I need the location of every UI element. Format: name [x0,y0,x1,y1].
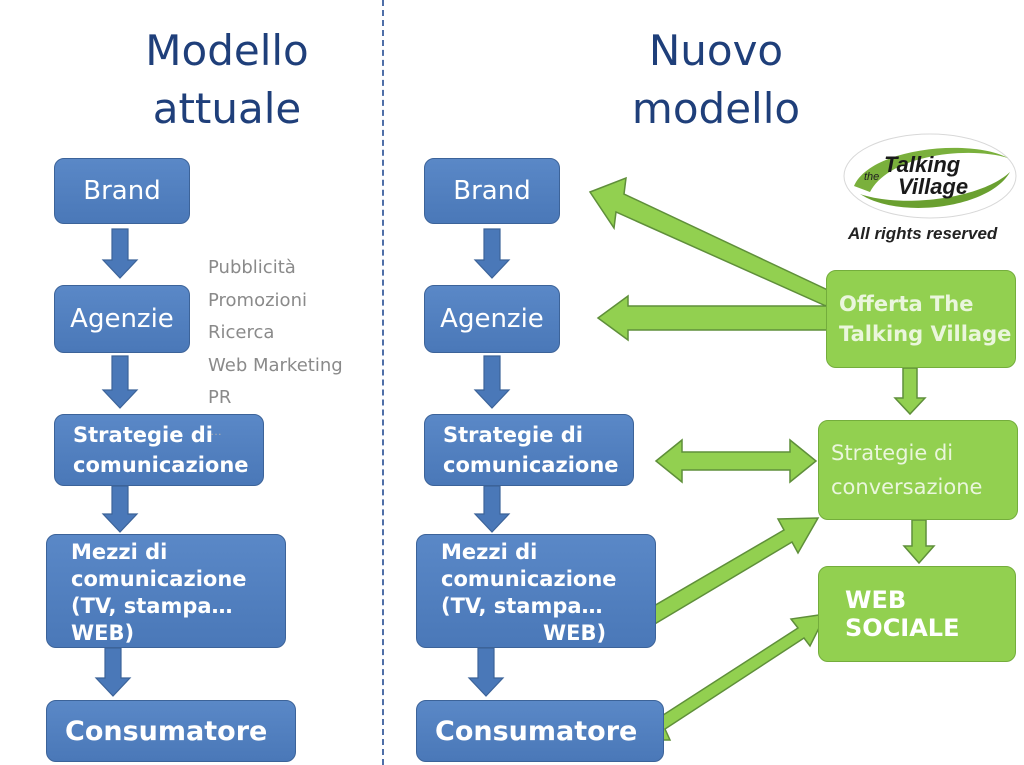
arrow-strategie-conversazione [654,438,818,484]
logo-text-village: Village [898,174,968,199]
arrow-offerta-to-brand [588,176,833,307]
conversazione-line2: conversazione [831,475,983,499]
conversazione-line1: Strategie di [831,441,954,465]
title-new-line1: Nuovo [648,26,784,75]
logo-swoosh-top [854,147,1008,192]
arrow-conversazione-to-web [902,519,936,565]
all-rights-reserved: All rights reserved [848,224,998,243]
left-strategie-line1: Strategie di [73,423,213,447]
left-mezzi-line3: (TV, stampa… [71,594,233,618]
left-strategie-line2: comunicazione [73,453,249,477]
activity-item: Ricerca [208,322,275,343]
left-mezzi-line4: WEB) [71,621,135,645]
title-current-line2: attuale [152,84,302,133]
arrow-mezzi-to-consumatore-left [94,647,132,697]
left-mezzi-box: Mezzi di comunicazione (TV, stampa… WEB) [46,534,286,648]
right-brand-box: Brand [424,158,560,224]
web-sociale-box: WEB SOCIALE [818,566,1016,662]
activity-item: Web Marketing [208,354,343,376]
offerta-line1: Offerta The [839,292,974,316]
arrow-consumatore-web [641,613,828,741]
left-agenzie-label: Agenzie [70,304,174,334]
arrow-offerta-to-agenzie [596,294,829,342]
web-sociale-line2: SOCIALE [845,614,960,642]
right-strategie-line2: comunicazione [443,453,619,477]
right-agenzie-label: Agenzie [440,304,544,334]
right-agenzie-box: Agenzie [424,285,560,353]
right-strategie-box: Strategie di comunicazione [424,414,634,486]
right-mezzi-line1: Mezzi di [441,540,538,564]
right-strategie-line1: Strategie di [443,423,583,447]
logo-text-talking: Talking [884,152,961,177]
left-brand-label: Brand [83,176,161,206]
title-current-line1: Modello [145,26,309,75]
right-consumatore-box: Consumatore [416,700,664,762]
offerta-box: Offerta The Talking Village [826,270,1016,368]
left-mezzi-line2: comunicazione [71,567,247,591]
arrow-strategie-to-mezzi-right [473,485,511,533]
arrow-strategie-to-mezzi-left [101,485,139,533]
arrow-offerta-to-conversazione [893,367,927,416]
arrow-agenzie-to-strategie-left [101,355,139,409]
left-consumatore-label: Consumatore [65,715,268,747]
offerta-line2: Talking Village [839,322,1012,346]
activity-item: PR [208,387,232,408]
activities-ellipsis: … [210,424,222,438]
title-new-model: Nuovo modello [600,22,832,138]
right-consumatore-label: Consumatore [435,715,638,747]
activity-item: Promozioni [208,289,307,311]
left-brand-box: Brand [54,158,190,224]
left-agenzie-box: Agenzie [54,285,190,353]
right-mezzi-line4: WEB) [543,621,607,645]
logo-text-the: the [864,171,879,183]
right-mezzi-line3: (TV, stampa… [441,594,603,618]
title-new-line2: modello [631,84,801,133]
title-current-model: Modello attuale [112,22,342,138]
web-sociale-line1: WEB [845,586,907,614]
activity-item: Pubblicità [208,257,296,278]
left-mezzi-line1: Mezzi di [71,540,168,564]
agency-activities-list: Pubblicità Promozioni Ricerca Web Market… [208,252,343,415]
right-mezzi-line2: comunicazione [441,567,617,591]
left-consumatore-box: Consumatore [46,700,296,762]
conversazione-box: Strategie di conversazione [818,420,1018,520]
arrow-agenzie-to-strategie-right [473,355,511,409]
logo-swoosh-bottom [860,172,1010,208]
arrow-mezzi-to-consumatore-right [467,647,505,697]
right-mezzi-box: Mezzi di comunicazione (TV, stampa… WEB) [416,534,656,648]
talking-village-logo: the Talking Village [843,133,1017,219]
arrow-brand-to-agenzie-right [473,228,511,279]
left-strategie-box: Strategie di comunicazione [54,414,264,486]
arrow-brand-to-agenzie-left [101,228,139,279]
column-divider [382,0,384,765]
right-brand-label: Brand [453,176,531,206]
